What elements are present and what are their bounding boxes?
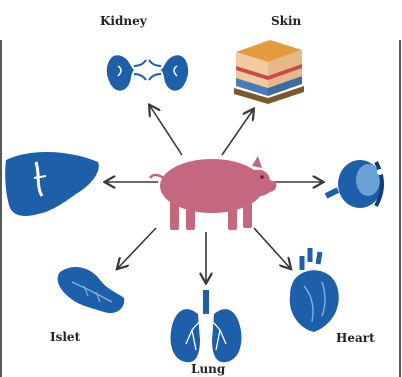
arrow-kidney	[150, 106, 182, 155]
kidney-icon	[107, 55, 188, 90]
pancreas-icon	[58, 267, 125, 313]
label-skin: Skin	[271, 14, 301, 28]
label-heart: Heart	[336, 331, 375, 345]
skin-layers-icon	[234, 40, 304, 104]
pig-icon	[150, 156, 276, 230]
eye-icon	[326, 160, 383, 208]
arrow-skin	[222, 110, 253, 155]
label-islet: Islet	[50, 330, 80, 344]
heart-icon	[290, 248, 339, 332]
label-lung: Lung	[191, 362, 225, 376]
label-kidney: Kidney	[100, 14, 147, 28]
arrow-islet	[118, 228, 156, 268]
arrow-heart	[254, 228, 290, 268]
liver-icon	[5, 152, 99, 216]
lung-icon	[171, 290, 242, 362]
